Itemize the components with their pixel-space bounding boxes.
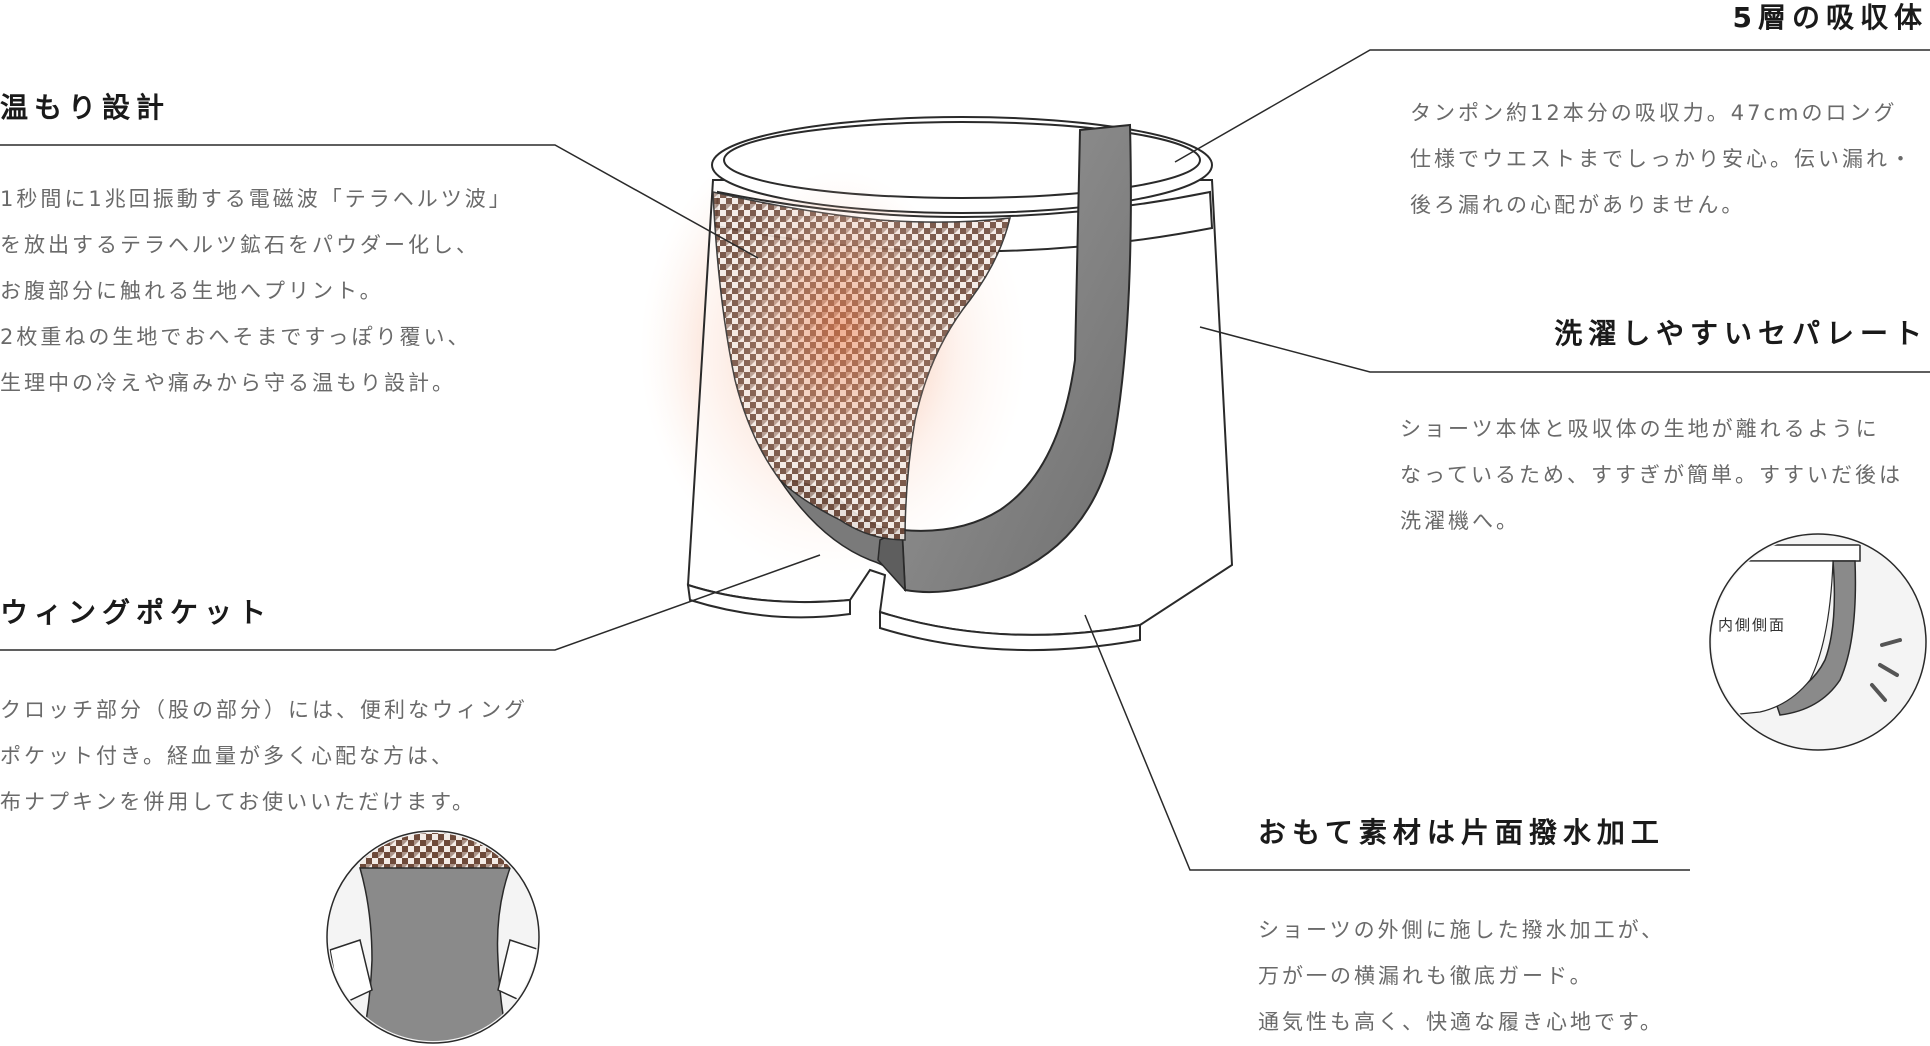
wing-pocket-inset: [326, 830, 540, 1044]
feature-description: 1秒間に1兆回振動する電磁波「テラヘルツ波」 を放出するテラヘルツ鉱石をパウダー…: [0, 176, 513, 406]
feature-title: 温もり設計: [0, 91, 171, 124]
description-line: ショーツ本体と吸収体の生地が離れるように: [1400, 417, 1880, 441]
feature-title: ウィングポケット: [0, 596, 273, 629]
feature-water-repellent: おもて素材は片面撥水加工 ショーツの外側に施した撥水加工が、 万が一の横漏れも徹…: [1258, 815, 1665, 1045]
description-line: 通気性も高く、快適な履き心地です。: [1258, 1010, 1664, 1034]
description-line: 後ろ漏れの心配がありません。: [1410, 193, 1746, 217]
leader-lines: [0, 49, 1930, 871]
description-line: 1秒間に1兆回振動する電磁波「テラヘルツ波」: [0, 187, 513, 211]
description-line: 生理中の冷えや痛みから守る温もり設計。: [0, 371, 456, 395]
description-line: 洗濯機へ。: [1400, 509, 1520, 533]
feature-description: ショーツの外側に施した撥水加工が、 万が一の横漏れも徹底ガード。 通気性も高く、…: [1258, 907, 1665, 1045]
feature-description: ショーツ本体と吸収体の生地が離れるように なっているため、すすぎが簡単。すすいだ…: [1400, 406, 1928, 544]
feature-title: 洗濯しやすいセパレート: [1554, 317, 1928, 350]
description-line: ショーツの外側に施した撥水加工が、: [1258, 918, 1666, 942]
description-line: なっているため、すすぎが簡単。すすいだ後は: [1400, 463, 1903, 487]
feature-description: クロッチ部分（股の部分）には、便利なウィング ポケット付き。経血量が多く心配な方…: [0, 687, 528, 825]
description-line: タンポン約12本分の吸収力。47cmのロング: [1410, 101, 1898, 125]
description-line: 2枚重ねの生地でおへそまですっぽり覆い、: [0, 325, 472, 349]
description-line: お腹部分に触れる生地へプリント。: [0, 279, 384, 303]
feature-warmth: 温もり設計 1秒間に1兆回振動する電磁波「テラヘルツ波」 を放出するテラヘルツ鉱…: [0, 90, 513, 406]
description-line: クロッチ部分（股の部分）には、便利なウィング: [0, 698, 528, 722]
description-line: ポケット付き。経血量が多く心配な方は、: [0, 744, 455, 768]
inset-label: 内側側面: [1718, 616, 1787, 634]
feature-title: おもて素材は片面撥水加工: [1258, 816, 1665, 849]
description-line: 万が一の横漏れも徹底ガード。: [1258, 964, 1594, 988]
feature-description: タンポン約12本分の吸収力。47cmのロング 仕様でウエストまでしっかり安心。伝…: [1410, 90, 1928, 228]
side-view-inset: [1709, 533, 1927, 751]
feature-title: 5層の吸収体: [1732, 1, 1928, 34]
feature-wing-pocket: ウィングポケット クロッチ部分（股の部分）には、便利なウィング ポケット付き。経…: [0, 595, 528, 825]
description-line: 布ナプキンを併用してお使いいただけます。: [0, 790, 477, 814]
description-line: を放出するテラヘルツ鉱石をパウダー化し、: [0, 233, 480, 257]
feature-absorber: 5層の吸収体 タンポン約12本分の吸収力。47cmのロング 仕様でウエストまでし…: [1400, 0, 1928, 228]
motion-marks: [1870, 638, 1902, 702]
feature-separate: 洗濯しやすいセパレート ショーツ本体と吸収体の生地が離れるように なっているため…: [1400, 316, 1928, 544]
description-line: 仕様でウエストまでしっかり安心。伝い漏れ・: [1410, 147, 1914, 171]
absorber-band: [900, 123, 1132, 594]
